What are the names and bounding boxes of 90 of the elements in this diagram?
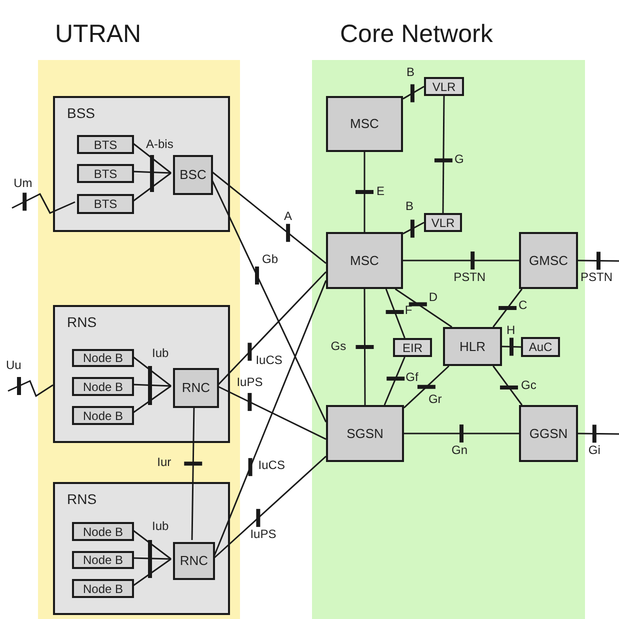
- component-box: BTS: [77, 164, 134, 183]
- interface-label: Gn: [452, 442, 468, 456]
- interface-label: E: [376, 184, 385, 198]
- interface-label: G: [454, 152, 464, 166]
- connector-line: [402, 86, 424, 100]
- connector-line: [132, 172, 172, 203]
- connector-line: [403, 365, 450, 408]
- subsystem-title: RNS: [67, 313, 97, 332]
- interface-label: Gf: [406, 370, 418, 384]
- network-element-box: GMSC: [519, 232, 578, 289]
- component-box: VLR: [424, 213, 462, 232]
- connector-line: [502, 346, 522, 348]
- connector-line: [364, 152, 366, 232]
- interface-label: Iub: [152, 519, 169, 533]
- network-element-box: GGSN: [519, 405, 578, 462]
- interface-label: IuCS: [258, 458, 285, 472]
- interface-label: Uu: [6, 358, 22, 372]
- component-box: Node B: [72, 349, 134, 367]
- connector-line: [402, 222, 424, 234]
- interface-label: Gr: [428, 392, 442, 406]
- connector-line: [385, 288, 406, 338]
- interface-label: B: [406, 65, 414, 80]
- connector-line: [210, 170, 326, 264]
- interface-label: Iub: [152, 346, 169, 360]
- connector-line: [578, 260, 619, 262]
- component-box: Node B: [72, 377, 134, 396]
- interface-label: Gi: [588, 442, 600, 457]
- interface-label: A: [284, 208, 292, 223]
- connector-line: [394, 288, 452, 328]
- connector-line: [132, 142, 172, 174]
- connector-line: [191, 406, 195, 540]
- connector-line: [492, 366, 523, 406]
- connector-line: [132, 355, 172, 387]
- network-element-box: BSC: [173, 155, 213, 195]
- interface-label: Gc: [520, 378, 536, 392]
- interface-label: IuPS: [250, 526, 276, 541]
- component-box: BTS: [77, 135, 134, 154]
- connector-line: [364, 289, 366, 405]
- subsystem-title: BSS: [67, 104, 96, 123]
- interface-label: D: [428, 290, 438, 304]
- component-box: Node B: [72, 579, 134, 598]
- interface-label: Um: [14, 176, 32, 190]
- connector-line: [216, 385, 326, 440]
- connector-line: [8, 380, 54, 398]
- interface-label: IuPS: [236, 374, 263, 389]
- domain-title: UTRAN: [55, 19, 142, 50]
- connector-line: [578, 432, 619, 435]
- component-box: Node B: [72, 522, 134, 541]
- connector-line: [216, 271, 327, 387]
- component-box: VLR: [424, 77, 464, 96]
- connector-line: [132, 170, 172, 174]
- component-box: BTS: [77, 194, 134, 214]
- network-element-box: RNC: [173, 542, 215, 580]
- network-element-box: MSC: [326, 96, 403, 152]
- interface-label: Gb: [262, 252, 278, 266]
- component-box: Node B: [72, 406, 134, 425]
- subsystem-box: [53, 96, 230, 232]
- component-box: Node B: [72, 551, 134, 569]
- connector-line: [442, 96, 445, 213]
- network-element-box: HLR: [443, 327, 502, 366]
- interface-label: Iur: [157, 454, 172, 469]
- network-element-box: RNC: [173, 368, 219, 408]
- connector-line: [492, 288, 523, 328]
- component-box: EIR: [393, 338, 432, 357]
- connector-line: [212, 456, 326, 560]
- interface-label: IuCS: [256, 352, 282, 367]
- interface-label: PSTN: [580, 270, 613, 284]
- connector-line: [384, 356, 406, 406]
- subsystem-title: RNS: [67, 490, 97, 509]
- subsystem-box: [53, 305, 230, 443]
- domain-title: Core Network: [340, 19, 493, 50]
- subsystem-box: [53, 482, 230, 615]
- connector-line: [12, 193, 76, 214]
- connector-line: [132, 557, 172, 560]
- connector-line: [132, 558, 172, 588]
- interface-label: C: [518, 298, 528, 312]
- interface-label: A-bis: [146, 137, 174, 151]
- connector-line: [132, 385, 172, 414]
- interface-label: H: [506, 322, 516, 337]
- network-element-box: MSC: [326, 232, 403, 289]
- interface-label: F: [404, 303, 412, 318]
- connector-line: [403, 260, 519, 262]
- interface-label: PSTN: [454, 270, 486, 284]
- component-box: AuC: [521, 337, 560, 357]
- connector-line: [132, 384, 172, 387]
- connector-line: [132, 528, 172, 560]
- network-element-box: SGSN: [326, 405, 404, 462]
- connector-line: [404, 432, 519, 434]
- interface-label: B: [405, 198, 414, 213]
- interface-label: Gs: [330, 339, 346, 353]
